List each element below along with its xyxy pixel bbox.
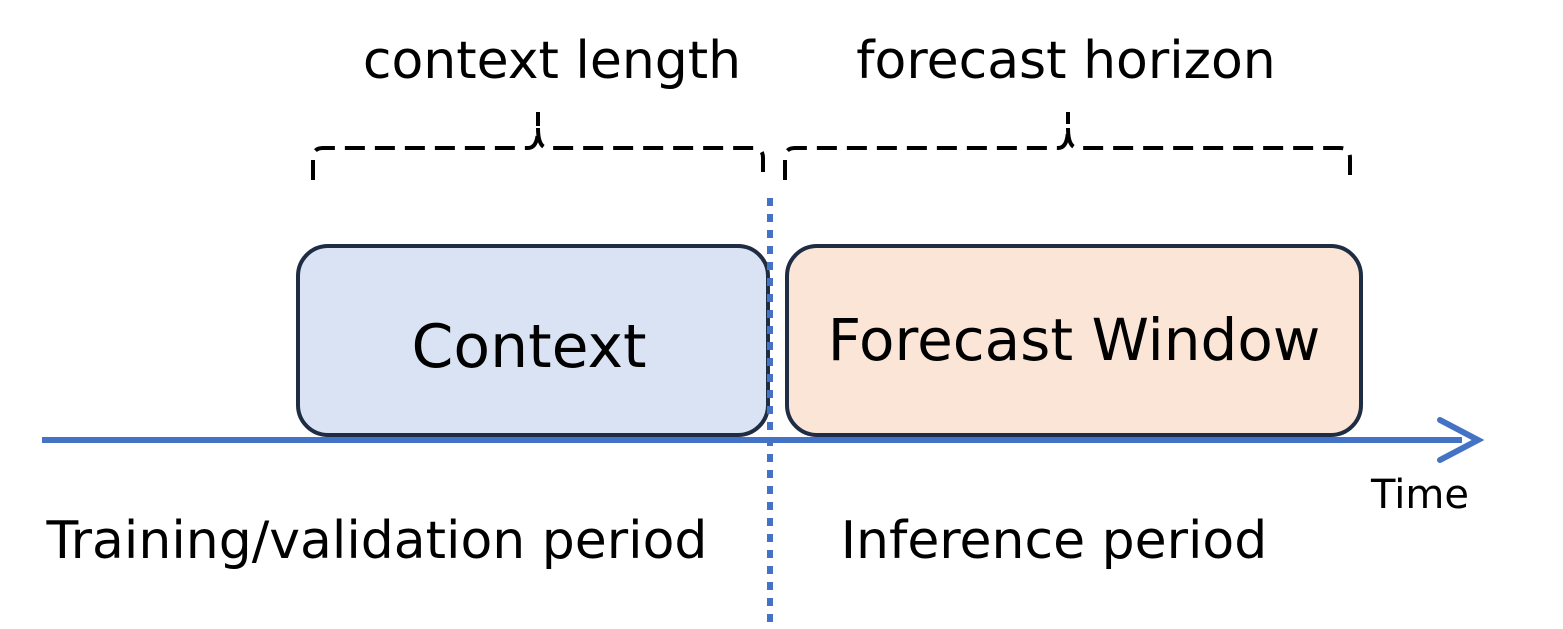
context-box (296, 244, 770, 437)
context-length-brace (311, 112, 765, 180)
inference-period-label: Inference period (841, 511, 1268, 571)
forecast-horizon-brace (783, 112, 1352, 180)
training-period-label: Training/validation period (46, 511, 708, 571)
forecast-horizon-label: forecast horizon (856, 31, 1275, 91)
time-axis-label: Time (1370, 472, 1469, 518)
context-box-label: Context (411, 312, 646, 382)
forecast-window-box-label: Forecast Window (828, 306, 1321, 374)
time-axis-arrowhead (1437, 417, 1485, 463)
forecast-window-box (785, 244, 1363, 437)
context-length-label: context length (363, 31, 741, 91)
